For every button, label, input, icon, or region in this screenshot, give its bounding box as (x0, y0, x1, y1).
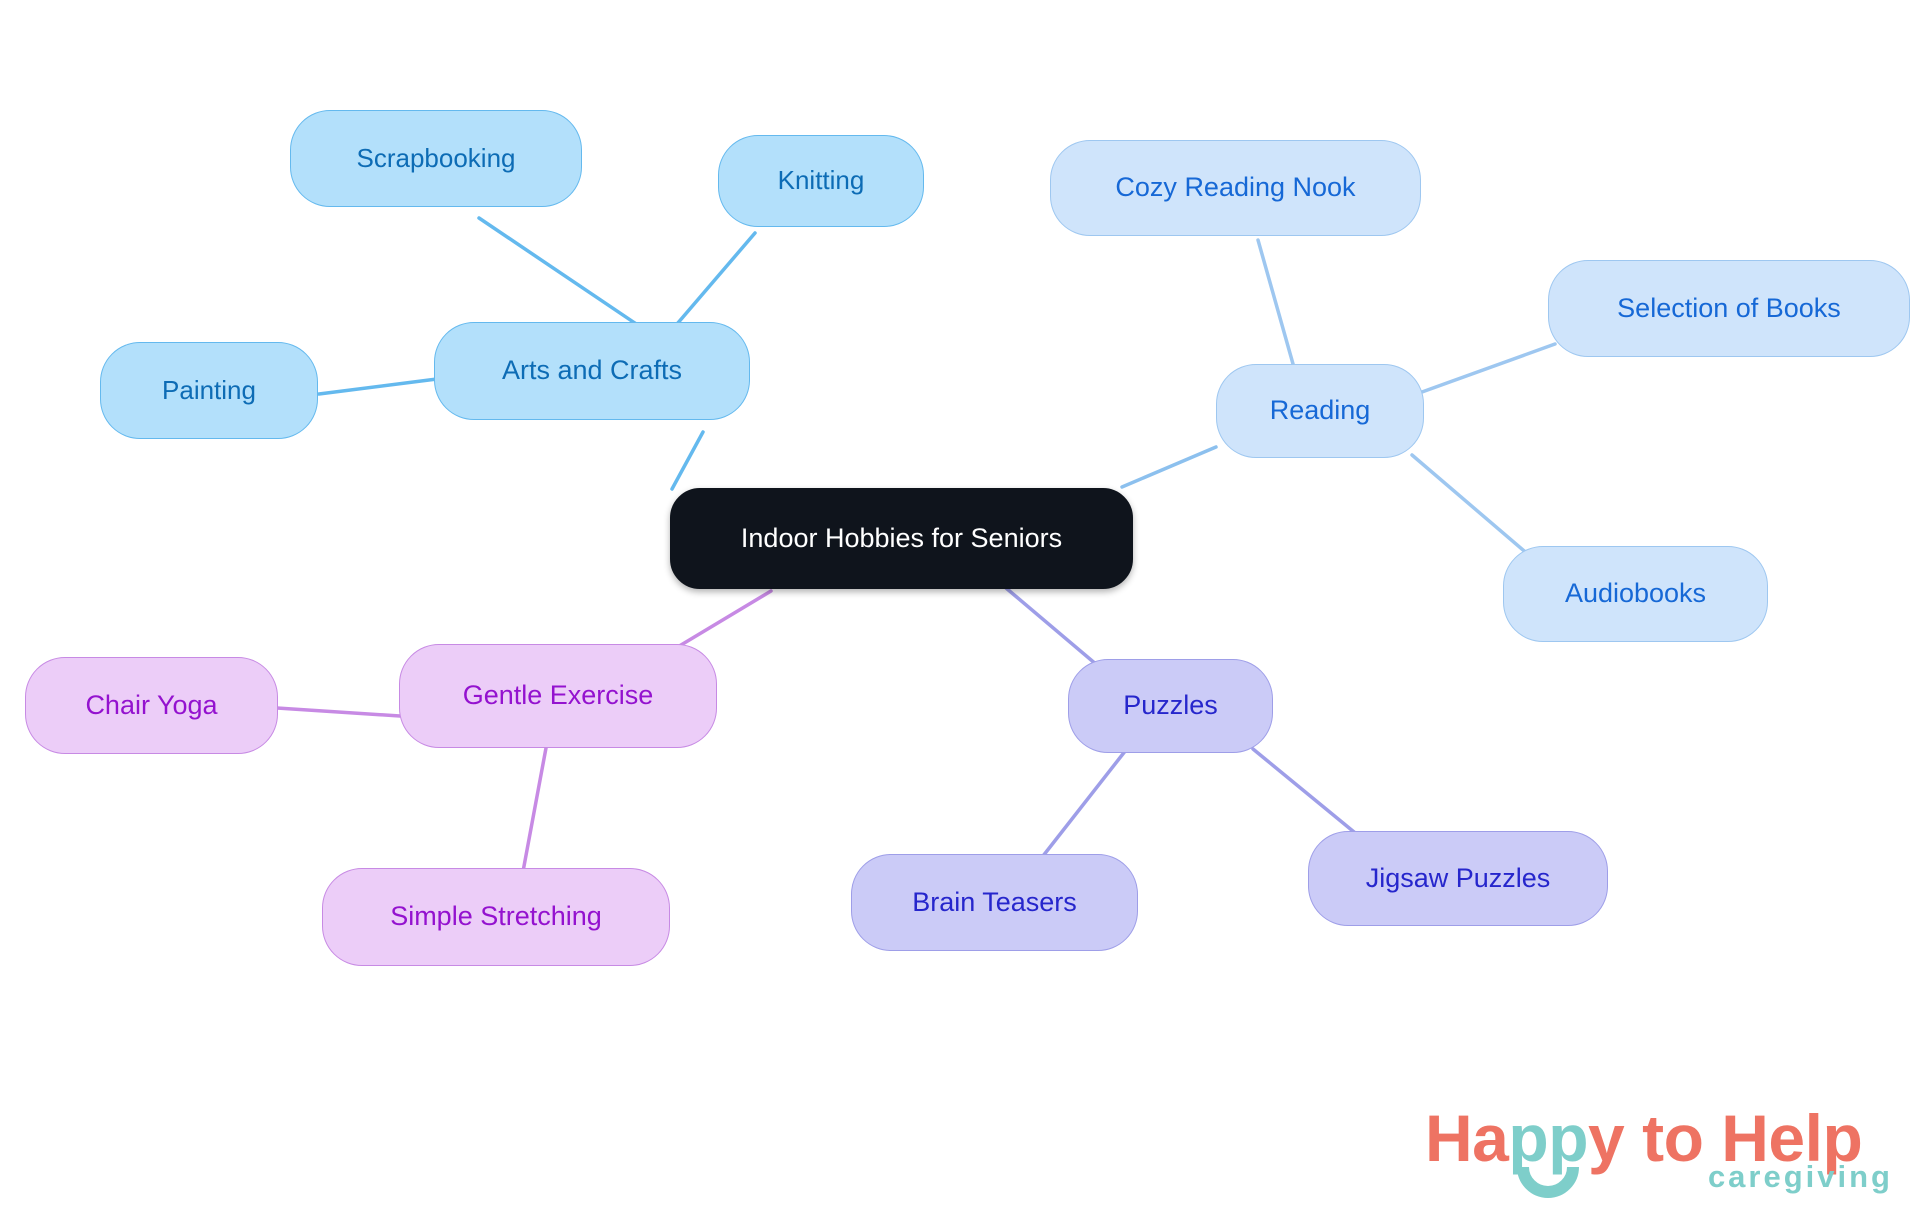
edge-root-to-gentle-exercise (674, 589, 773, 650)
edge-gentle-exercise-to-chair-yoga (275, 706, 402, 718)
node-label-puzzles: Puzzles (1123, 690, 1218, 721)
node-label-painting: Painting (162, 374, 256, 405)
node-simple-stretching[interactable]: Simple Stretching (322, 868, 670, 966)
edge-puzzles-to-brain-teasers (1041, 748, 1128, 858)
logo-tagline: caregiving (1707, 1159, 1893, 1194)
logo-text-to: to (1642, 1101, 1704, 1175)
edge-root-to-puzzles (1004, 586, 1099, 667)
node-label-audiobooks: Audiobooks (1564, 578, 1707, 609)
node-scrapbooking[interactable]: Scrapbooking (290, 110, 582, 207)
node-audiobooks[interactable]: Audiobooks (1503, 546, 1768, 642)
edge-root-to-reading (1120, 445, 1218, 489)
node-label-jigsaw-puzzles: Jigsaw Puzzles (1365, 862, 1551, 893)
happy-to-help-logo: Happy to Help caregiving (1425, 1105, 1895, 1205)
edge-reading-to-selection-of-books (1420, 342, 1557, 394)
node-label-cozy-reading-nook: Cozy Reading Nook (1115, 172, 1356, 203)
smile-arc-icon (1517, 1166, 1579, 1198)
node-label-knitting: Knitting (777, 165, 865, 196)
node-painting[interactable]: Painting (100, 342, 318, 439)
node-cozy-reading-nook[interactable]: Cozy Reading Nook (1050, 140, 1421, 236)
node-label-gentle-exercise: Gentle Exercise (462, 680, 654, 711)
edge-root-to-arts (670, 430, 705, 491)
edge-puzzles-to-jigsaw-puzzles (1251, 747, 1367, 843)
node-label-root: Indoor Hobbies for Seniors (740, 522, 1063, 553)
node-root-indoor-hobbies-for-seniors[interactable]: Indoor Hobbies for Seniors (670, 488, 1133, 589)
logo-text-h: H (1425, 1101, 1473, 1175)
node-label-selection-of-books: Selection of Books (1617, 292, 1841, 323)
node-gentle-exercise[interactable]: Gentle Exercise (399, 644, 717, 748)
node-knitting[interactable]: Knitting (718, 135, 924, 227)
logo-text-space1 (1624, 1101, 1642, 1175)
node-label-chair-yoga: Chair Yoga (85, 689, 218, 720)
node-label-simple-stretching: Simple Stretching (390, 901, 602, 932)
logo-text-pp: pp (1508, 1101, 1589, 1175)
edge-arts-to-painting (317, 377, 439, 396)
logo-wordmark: Happy to Help caregiving (1425, 1105, 1895, 1198)
node-arts-and-crafts[interactable]: Arts and Crafts (434, 322, 750, 420)
node-brain-teasers[interactable]: Brain Teasers (851, 854, 1138, 951)
node-label-brain-teasers: Brain Teasers (912, 886, 1077, 917)
node-jigsaw-puzzles[interactable]: Jigsaw Puzzles (1308, 831, 1608, 926)
logo-text-help: Help (1721, 1101, 1863, 1175)
edge-reading-to-cozy-reading-nook (1256, 238, 1297, 373)
node-chair-yoga[interactable]: Chair Yoga (25, 657, 278, 754)
node-label-arts-and-crafts: Arts and Crafts (501, 355, 683, 386)
node-label-scrapbooking: Scrapbooking (356, 142, 516, 173)
logo-text-a: a (1472, 1101, 1509, 1175)
node-label-reading: Reading (1269, 395, 1371, 426)
node-reading[interactable]: Reading (1216, 364, 1424, 458)
node-puzzles[interactable]: Puzzles (1068, 659, 1273, 753)
edge-reading-to-audiobooks (1410, 453, 1532, 558)
logo-text-y: y (1588, 1101, 1625, 1175)
node-selection-of-books[interactable]: Selection of Books (1548, 260, 1910, 357)
